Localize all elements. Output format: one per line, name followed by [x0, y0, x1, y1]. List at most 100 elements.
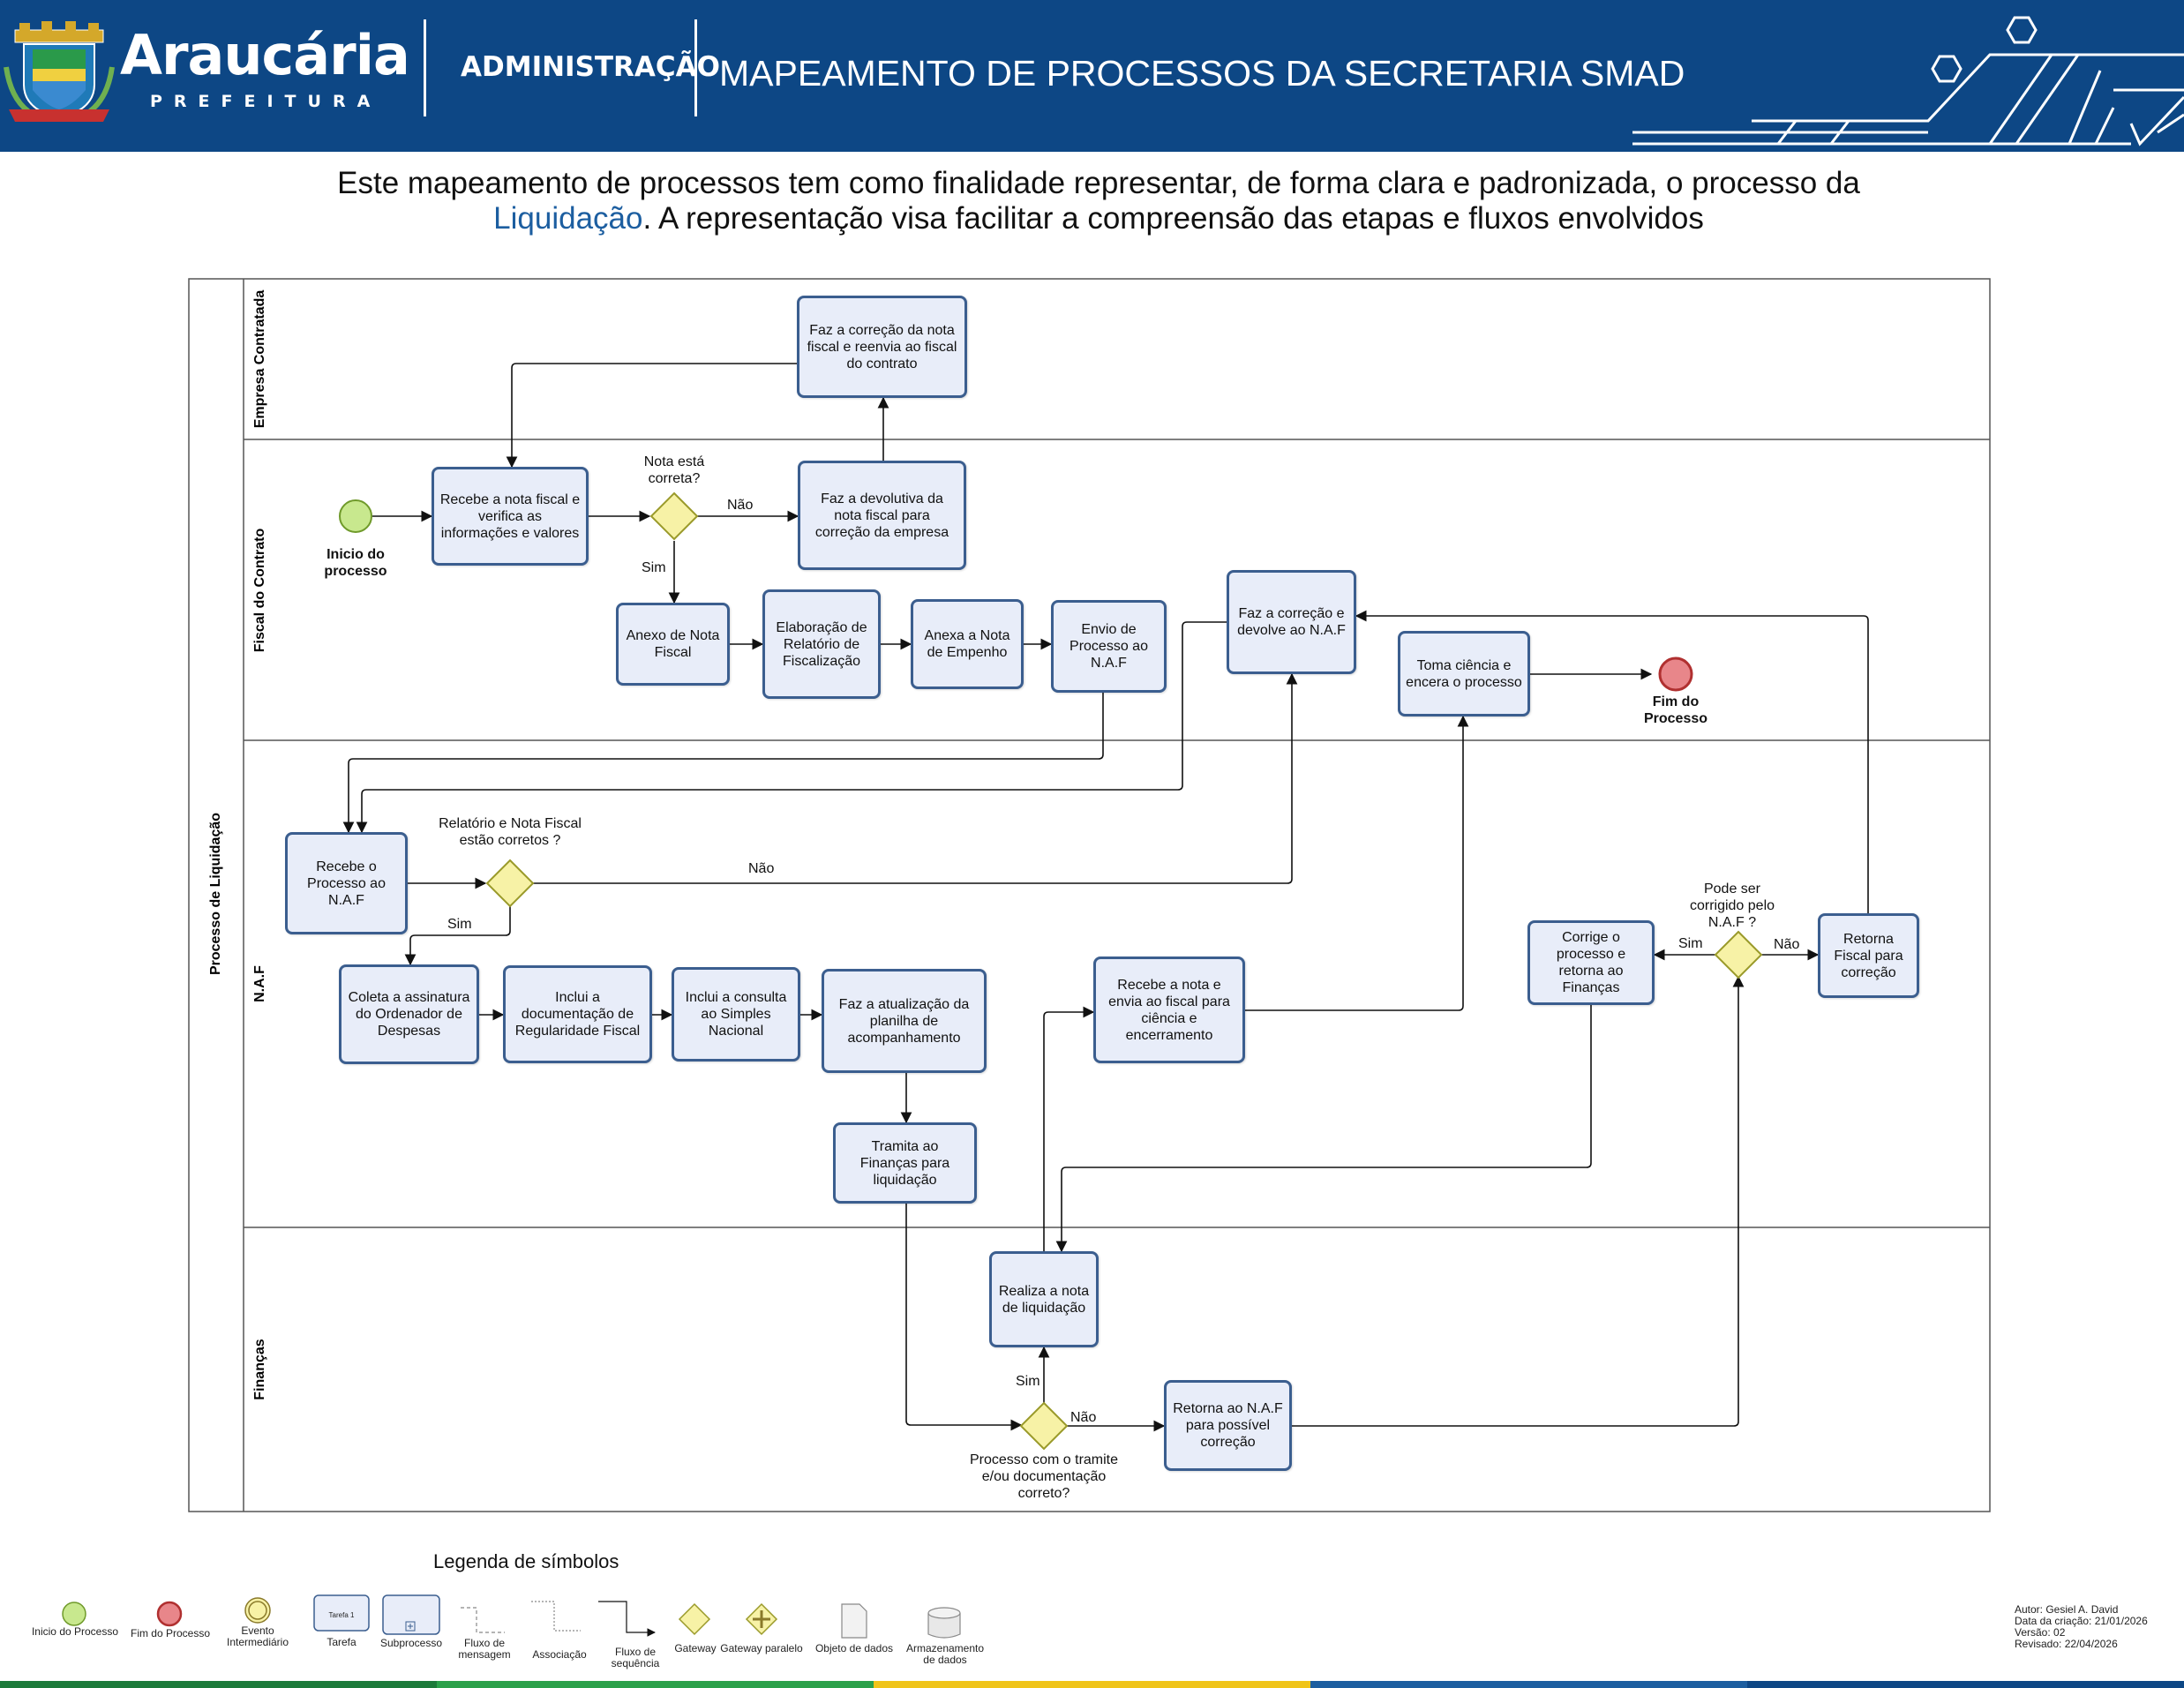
header-divider — [694, 19, 697, 116]
legend-label-fim: Fim do Processo — [130, 1627, 211, 1639]
flow-g2-nao — [533, 672, 1298, 884]
intro-part1: Este mapeamento de processos tem como fi… — [337, 166, 1860, 200]
legend-label-evento: Evento Intermediário — [226, 1624, 289, 1648]
legend-association-icon — [531, 1601, 581, 1632]
department-label: ADMINISTRAÇÃO — [461, 51, 721, 83]
pool — [188, 278, 1991, 1512]
task-realiza-liquidacao[interactable]: Realiza a nota de liquidação — [989, 1251, 1099, 1347]
gateway-tramite-correto — [1019, 1401, 1069, 1451]
flow-g2-sim — [404, 906, 511, 966]
legend-label-fluxo-mensagem: Fluxo de mensagem — [458, 1637, 511, 1661]
logo-subtitle: PREFEITURA — [150, 92, 382, 111]
task-retorna-naf[interactable]: Retorna ao N.A.F para possível correção — [1164, 1380, 1292, 1471]
legend-label-inicio: Inicio do Processo — [31, 1625, 119, 1638]
gateway-label-tramite: Processo com o tramite e/ou documentação… — [969, 1452, 1119, 1501]
task-atualizacao-planilha[interactable]: Faz a atualização da planilha de acompan… — [822, 969, 987, 1073]
document-meta: Autor: Gesiel A. David Data da criação: … — [2015, 1604, 2148, 1650]
lane-label-fiscal: Fiscal do Contrato — [252, 528, 267, 653]
flow-label-sim: Sim — [1678, 936, 1703, 951]
task-tramita-financas[interactable]: Tramita ao Finanças para liquidação — [833, 1122, 977, 1204]
flow-envio-naf — [342, 693, 1104, 834]
task-correcao-nota[interactable]: Faz a correção da nota fiscal e reenvia … — [797, 296, 967, 398]
start-event-label: Inicio do processo — [324, 547, 387, 579]
end-event-label: Fim do Processo — [1643, 694, 1708, 726]
flow-label-nao: Não — [748, 861, 775, 876]
lane-label-empresa: Empresa Contratada — [252, 289, 267, 429]
legend-label-gateway: Gateway — [674, 1642, 717, 1654]
meta-versao: Versão: 02 — [2015, 1626, 2066, 1639]
meta-revisado: Revisado: 22/04/2026 — [2015, 1638, 2118, 1650]
legend-start-icon — [62, 1602, 86, 1626]
flow-recebe-toma — [1245, 715, 1469, 1011]
coat-of-arms-icon — [4, 21, 115, 122]
meta-autor: Autor: Gesiel A. David — [2015, 1603, 2119, 1616]
lane-label-naf: N.A.F — [252, 965, 267, 1002]
flow-label-nao: Não — [1774, 937, 1800, 952]
flow-retorna-fiscal-correcao — [1355, 610, 1869, 913]
task-elaboracao[interactable]: Elaboração de Relatório de Fiscalização — [762, 589, 881, 699]
flow-label-sim: Sim — [447, 917, 472, 932]
task-correcao-devolve[interactable]: Faz a correção e devolve ao N.A.F — [1227, 570, 1356, 674]
flow-retorna-g3 — [1292, 975, 1745, 1427]
legend-label-tarefa: Tarefa — [326, 1636, 356, 1648]
legend-label-fluxo-sequencia: Fluxo de sequência — [611, 1646, 660, 1669]
task-anexa-empenho[interactable]: Anexa a Nota de Empenho — [911, 599, 1024, 689]
task-devolutiva[interactable]: Faz a devolutiva da nota fiscal para cor… — [798, 461, 966, 570]
task-corrige-processo[interactable]: Corrige o processo e retorna ao Finanças — [1527, 920, 1655, 1005]
gateway-relatorio-corretos — [485, 859, 535, 908]
legend-label-subprocesso: Subprocesso — [379, 1637, 443, 1649]
task-retorna-fiscal[interactable]: Retorna Fiscal para correção — [1818, 913, 1919, 998]
flow-label-nao: Não — [727, 498, 754, 513]
meta-criacao: Data da criação: 21/01/2026 — [2015, 1615, 2148, 1627]
flow-label-sim: Sim — [1016, 1374, 1040, 1389]
task-inclui-documentacao[interactable]: Inclui a documentação de Regularidade Fi… — [503, 965, 652, 1063]
gateway-nota-correta — [649, 491, 699, 541]
task-coleta-assinatura[interactable]: Coleta a assinatura do Ordenador de Desp… — [339, 964, 479, 1064]
footer-color-bar — [0, 1681, 2184, 1688]
gateway-label-relatorio: Relatório e Nota Fiscal estão corretos ? — [439, 816, 582, 848]
legend-title: Legenda de símbolos — [433, 1550, 619, 1572]
legend-label-objeto: Objeto de dados — [814, 1642, 894, 1654]
task-recebe-envia[interactable]: Recebe a nota e envia ao fiscal para ciê… — [1093, 957, 1245, 1063]
flow-corrige-realiza — [1055, 1005, 1592, 1253]
flow-realiza-recebe — [1043, 1006, 1095, 1251]
circuit-decoration-icon — [1632, 16, 2184, 146]
intro-part2: . A representação visa facilitar a compr… — [642, 201, 1704, 236]
gateway-label-pode-corrigir: Pode ser corrigido pelo N.A.F ? — [1689, 882, 1775, 930]
legend-end-icon — [156, 1601, 183, 1627]
legend-subprocess-icon — [382, 1594, 440, 1635]
legend-task-icon — [313, 1594, 370, 1632]
task-anexo-nota[interactable]: Anexo de Nota Fiscal — [616, 603, 730, 686]
start-event — [339, 499, 372, 533]
page-title: MAPEAMENTO DE PROCESSOS DA SECRETARIA SM… — [719, 53, 1685, 94]
legend-label-associacao: Associação — [532, 1648, 587, 1661]
legend-task-inner-label: Tarefa 1 — [328, 1611, 355, 1619]
legend-data-store-icon — [927, 1613, 961, 1639]
pool-label: Processo de Liquidação — [208, 812, 223, 976]
header-banner: Araucária PREFEITURA ADMINISTRAÇÃO MAPEA… — [0, 0, 2184, 152]
legend-sequence-flow-icon — [598, 1601, 656, 1637]
task-envio-naf[interactable]: Envio de Processo ao N.A.F — [1051, 600, 1167, 693]
task-recebe-processo[interactable]: Recebe o Processo ao N.A.F — [285, 832, 408, 934]
flow-label-nao: Não — [1070, 1410, 1097, 1425]
legend-gateway-icon — [678, 1602, 711, 1636]
intro-highlight: Liquidação — [493, 201, 643, 236]
flow-label-sim: Sim — [642, 560, 666, 575]
task-recebe-nota[interactable]: Recebe a nota fiscal e verifica as infor… — [432, 467, 589, 566]
end-event — [1658, 656, 1693, 692]
task-inclui-consulta[interactable]: Inclui a consulta ao Simples Nacional — [672, 967, 800, 1062]
legend-message-flow-icon — [461, 1607, 505, 1633]
flow-correcao-recebe — [506, 363, 797, 469]
legend-label-gateway-paralelo: Gateway paralelo — [720, 1642, 803, 1654]
gateway-pode-corrigir — [1714, 930, 1763, 979]
legend-data-object-icon — [841, 1603, 867, 1639]
lane-label-financas: Finanças — [252, 1339, 267, 1400]
header-divider — [424, 19, 426, 116]
intro-text: Este mapeamento de processos tem como fi… — [150, 166, 2047, 236]
gateway-label-nota-correta: Nota está correta? — [643, 454, 705, 486]
flow-tramita-g4 — [905, 1204, 1023, 1431]
flow-correcao-devolve-naf — [356, 621, 1227, 834]
task-toma-ciencia[interactable]: Toma ciência e encera o processo — [1398, 631, 1530, 716]
legend-shapes — [62, 1594, 961, 1639]
